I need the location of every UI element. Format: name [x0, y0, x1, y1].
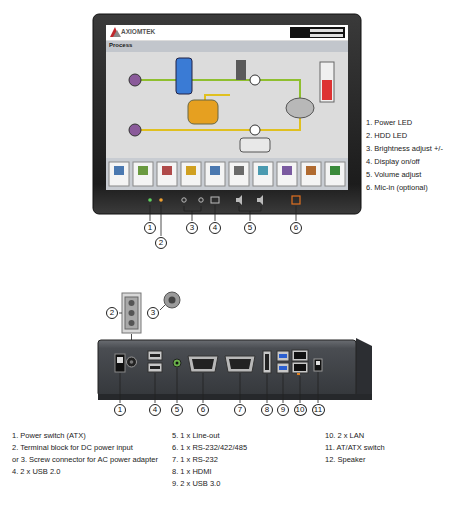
list-item: 6. Mic-in (optional): [366, 183, 428, 192]
list-item: 3. Brightness adjust +/-: [366, 144, 443, 153]
rear-leaders: [120, 368, 318, 403]
callout-circle: 7: [234, 404, 246, 416]
callout-number: 1: [148, 224, 152, 232]
rear-housing: [98, 338, 372, 400]
callout-number: 5: [175, 406, 179, 414]
callout-circle: 1: [114, 404, 126, 416]
screen-text: Process: [109, 42, 132, 49]
callout-circle: 10: [294, 404, 307, 416]
callout-circle: 3: [186, 222, 198, 234]
callout-number: 3: [151, 309, 155, 317]
callout-circle: 1: [144, 222, 156, 234]
callout-number: 10: [296, 406, 305, 414]
list-item: 6. 1 x RS-232/422/485: [172, 443, 247, 452]
callout-circle: 4: [149, 404, 161, 416]
list-item: 12. Speaker: [325, 455, 365, 464]
callout-number: 1: [118, 406, 122, 414]
callout-circle: 5: [171, 404, 183, 416]
callout-number: 5: [248, 224, 252, 232]
list-item: 2. HDD LED: [366, 131, 407, 140]
list-item: 2. Terminal block for DC power input: [12, 443, 133, 452]
list-item: 4. 2 x USB 2.0: [12, 467, 60, 476]
list-item: 4. Display on/off: [366, 157, 420, 166]
callout-circle: 4: [209, 222, 221, 234]
callout-circle: 6: [197, 404, 209, 416]
callout-circle: 3: [147, 307, 159, 319]
list-item: 5. 1 x Line-out: [172, 431, 220, 440]
front-controls: [148, 195, 300, 205]
list-item: 1. Power switch (ATX): [12, 431, 86, 440]
screen-text: AXIOMTEK: [121, 28, 155, 36]
process-graphic: [129, 58, 334, 152]
screen-buttons: [106, 158, 348, 190]
callout-circle: 5: [244, 222, 256, 234]
list-item: 11. AT/ATX switch: [325, 443, 385, 452]
screen: [106, 25, 348, 190]
callout-circle: 6: [290, 222, 302, 234]
list-item: 9. 2 x USB 3.0: [172, 479, 220, 488]
leader-lines: [150, 205, 296, 236]
callout-number: 2: [110, 309, 114, 317]
rear-ports: [115, 350, 322, 375]
callout-number: 2: [159, 239, 163, 247]
list-item: 1. Power LED: [366, 118, 412, 127]
callout-number: 7: [238, 406, 242, 414]
callout-circle: 8: [261, 404, 273, 416]
callout-number: 11: [314, 406, 322, 414]
callout-number: 8: [265, 406, 269, 414]
callout-number: 4: [153, 406, 157, 414]
list-item: 7. 1 x RS-232: [172, 455, 218, 464]
list-item: 8. 1 x HDMI: [172, 467, 212, 476]
list-item: or 3. Screw connector for AC power adapt…: [12, 455, 158, 464]
callout-circle: 2: [106, 307, 118, 319]
power-inputs: [122, 292, 180, 333]
front-bezel: [93, 14, 361, 214]
callout-number: 6: [294, 224, 298, 232]
callout-circle: 11: [312, 404, 325, 416]
callout-number: 3: [190, 224, 194, 232]
callout-number: 9: [281, 406, 285, 414]
callout-circle: 9: [277, 404, 289, 416]
list-item: 10. 2 x LAN: [325, 431, 364, 440]
callout-circle: 2: [155, 237, 167, 249]
callout-number: 4: [213, 224, 217, 232]
callout-number: 6: [201, 406, 205, 414]
list-item: 5. Volume adjust: [366, 170, 421, 179]
